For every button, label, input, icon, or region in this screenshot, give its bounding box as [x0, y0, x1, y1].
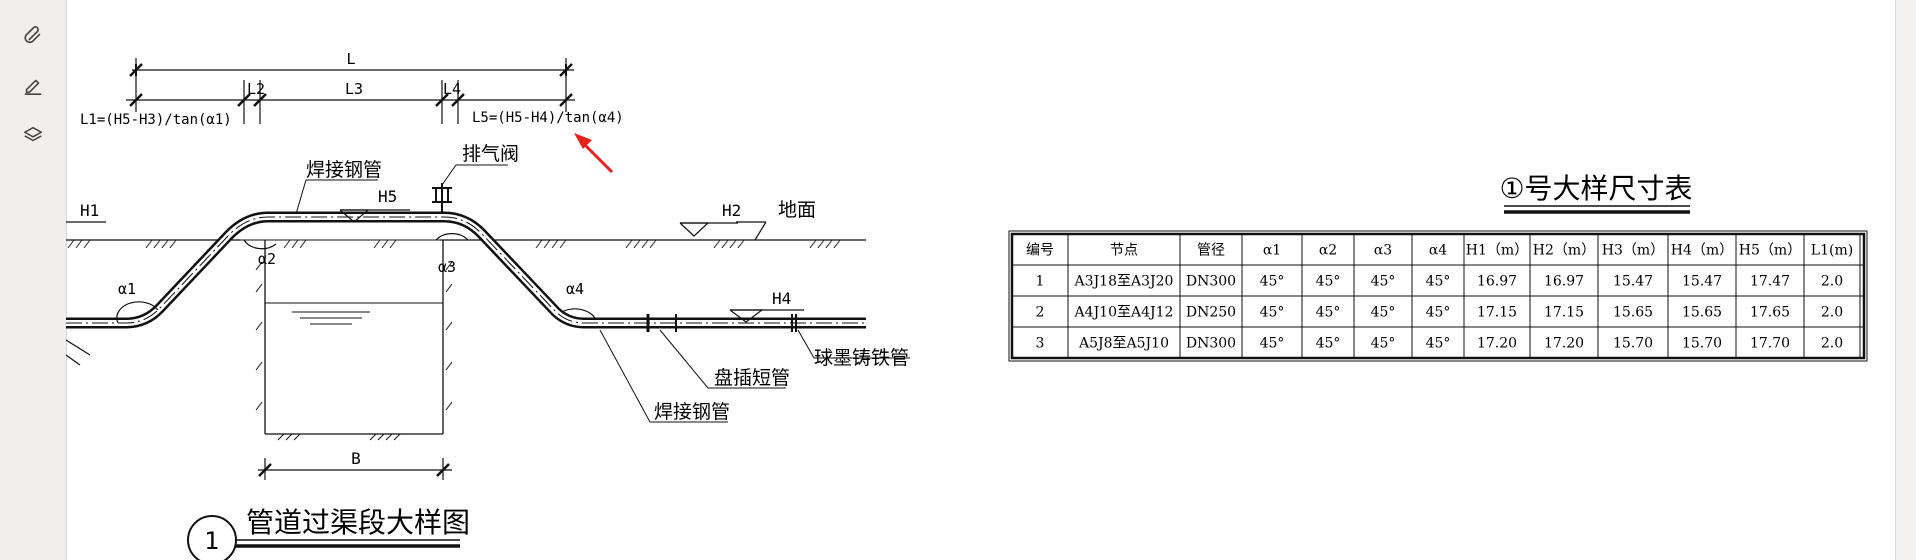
layers-icon: [23, 126, 43, 142]
table-cell: 15.47: [1613, 274, 1653, 290]
table-header-cell: 节点: [1110, 243, 1138, 259]
label-h4: H4: [772, 289, 791, 308]
table-cell: 17.20: [1544, 336, 1584, 352]
table-cell: 17.47: [1750, 274, 1790, 290]
table-header-cell: H5（m）: [1739, 243, 1801, 259]
table-cell: DN250: [1186, 305, 1236, 321]
size-table-title: ①号大样尺寸表: [1499, 172, 1692, 205]
table-cell: 45°: [1371, 305, 1396, 321]
label-flange-spigot: 盘插短管: [714, 367, 790, 389]
detail-title-block: 1 管道过渠段大样图: [187, 506, 470, 560]
label-alpha1: α1: [118, 280, 136, 298]
left-toolbar: [0, 0, 67, 560]
leader-lines: [295, 164, 910, 423]
table-cell: 2.0: [1821, 336, 1843, 352]
table-cell: 45°: [1426, 336, 1451, 352]
table-cell: 15.70: [1613, 336, 1653, 352]
table-cell: 2: [1036, 305, 1045, 321]
table-cell: A4J10至A4J12: [1074, 305, 1174, 321]
dimension-B: [258, 458, 452, 480]
table-header-cell: α1: [1263, 243, 1281, 259]
table-cell: DN300: [1186, 336, 1236, 352]
label-alpha2: α2: [258, 250, 276, 268]
size-table: 编号 节点 管径 α1 α2 α3 α4 H1（m） H2（m） H3（m） H4（m） H5（m） L…: [1008, 230, 1868, 362]
table-cell: A5J8至A5J10: [1078, 336, 1169, 352]
table-cell: 17.15: [1477, 305, 1517, 321]
label-h5: H5: [378, 187, 397, 206]
table-cell: 15.70: [1682, 336, 1722, 352]
pipeline: [66, 211, 866, 366]
elevation-markers: [66, 209, 804, 323]
table-header-cell: H3（m）: [1602, 243, 1664, 259]
label-alpha3: α3: [438, 258, 456, 276]
dimension-lines: [126, 58, 575, 124]
table-header-cell: 编号: [1026, 243, 1054, 259]
table-header-cell: H1（m）: [1466, 243, 1528, 259]
table-cell: 45°: [1316, 305, 1341, 321]
dim-label-B: B: [351, 449, 361, 468]
label-h2: H2: [722, 201, 741, 220]
label-h1: H1: [80, 201, 99, 220]
table-cell: 3: [1036, 336, 1045, 352]
table-cell: 17.20: [1477, 336, 1517, 352]
table-header-cell: H4（m）: [1671, 243, 1733, 259]
dim-label-L3: L3: [345, 80, 363, 98]
attachment-tool-button[interactable]: [13, 15, 53, 55]
pen-icon: [24, 79, 42, 95]
right-panel-edge: [1895, 0, 1916, 560]
layers-tool-button[interactable]: [13, 115, 53, 155]
table-cell: 45°: [1316, 274, 1341, 290]
dim-formula-L1: L1=(H5-H3)/tan(α1): [80, 112, 232, 128]
table-cell: 15.65: [1682, 305, 1722, 321]
table-header-cell: α3: [1374, 243, 1392, 259]
cad-drawing: L L2 L3 L4 L1=(H5-H3)/tan(α1) L5=(H5-H4)…: [66, 50, 1868, 560]
annotate-tool-button[interactable]: [13, 65, 53, 105]
label-weld-pipe-bottom: 焊接钢管: [654, 401, 730, 423]
label-alpha4: α4: [566, 280, 584, 298]
dim-label-L4: L4: [443, 80, 461, 98]
dim-label-L: L: [346, 50, 355, 68]
channel: [255, 240, 453, 441]
angle-arcs: [116, 233, 597, 324]
dim-label-L2: L2: [247, 80, 265, 98]
table-cell: 2.0: [1821, 305, 1843, 321]
table-cell: 2.0: [1821, 274, 1843, 290]
dim-formula-L5: L5=(H5-H4)/tan(α4): [472, 110, 624, 126]
detail-title: 管道过渠段大样图: [246, 506, 470, 539]
table-cell: 45°: [1260, 336, 1285, 352]
detail-title-number: 1: [204, 527, 219, 555]
label-ductile-iron: 球墨铸铁管: [814, 347, 909, 369]
ground-hatching: [67, 239, 841, 249]
table-header-cell: L1(m): [1811, 243, 1853, 259]
table-cell: 45°: [1260, 305, 1285, 321]
size-table-title-block: ①号大样尺寸表: [1499, 172, 1693, 214]
table-cell: 1: [1036, 274, 1045, 290]
table-header-cell: α2: [1319, 243, 1337, 259]
air-valve-symbol: [432, 183, 452, 212]
table-cell: 17.15: [1544, 305, 1584, 321]
table-cell: 15.47: [1682, 274, 1722, 290]
table-cell: 45°: [1426, 274, 1451, 290]
table-cell: 45°: [1371, 336, 1396, 352]
table-cell: 16.97: [1477, 274, 1517, 290]
table-cell: A3J18至A3J20: [1074, 274, 1174, 290]
table-header-cell: 管径: [1197, 243, 1225, 259]
table-cell: 17.65: [1750, 305, 1790, 321]
table-cell: 45°: [1426, 305, 1451, 321]
table-cell: 45°: [1316, 336, 1341, 352]
table-header-cell: H2（m）: [1533, 243, 1595, 259]
table-cell: 16.97: [1544, 274, 1584, 290]
label-air-valve: 排气阀: [462, 143, 519, 165]
paperclip-icon: [24, 26, 41, 44]
table-header-cell: α4: [1429, 243, 1447, 259]
label-ground: 地面: [778, 199, 816, 221]
label-weld-pipe-top: 焊接钢管: [306, 159, 382, 181]
table-cell: DN300: [1186, 274, 1236, 290]
table-cell: 15.65: [1613, 305, 1653, 321]
table-cell: 45°: [1260, 274, 1285, 290]
table-cell: 17.70: [1750, 336, 1790, 352]
table-cell: 45°: [1371, 274, 1396, 290]
annotation-arrow: [574, 133, 614, 174]
